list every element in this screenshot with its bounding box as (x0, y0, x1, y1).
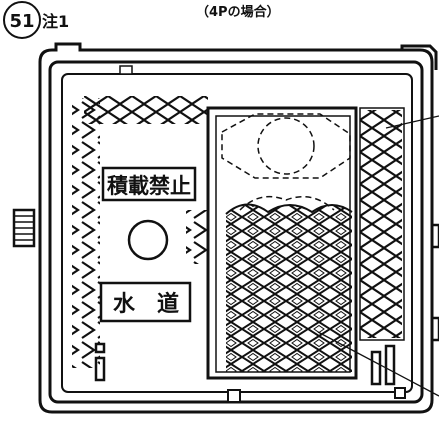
diagram-caption: （4Pの場合） (196, 4, 280, 20)
right-leader-line-top (385, 115, 439, 129)
left-latch-marker (94, 342, 106, 382)
top-diamond-band (84, 96, 208, 124)
no-load-label-box (101, 166, 197, 202)
bottom-tabs (227, 387, 406, 403)
right-column-border (359, 107, 405, 341)
water-label: 水 道 (113, 291, 179, 317)
right-leader-line-bottom (317, 331, 439, 397)
grid-wavy-edge (225, 203, 353, 215)
top-right-notch (400, 44, 438, 70)
callout-note: 注1 (42, 12, 69, 31)
left-chevron-pattern (72, 98, 100, 368)
right-diamond-column (360, 110, 402, 338)
callout-number: 51 (9, 11, 34, 32)
water-label-box (99, 281, 192, 323)
key-hole (127, 219, 169, 261)
left-hinge (12, 208, 36, 248)
meter-outline-dashed (221, 113, 351, 211)
meter-window-grid (226, 204, 352, 372)
right-latch-marker (370, 344, 396, 386)
middle-chevron-pattern (186, 210, 208, 264)
callout-circle (3, 1, 41, 39)
top-rim-notch (119, 65, 133, 75)
no-load-label: 積載禁止 (107, 173, 191, 198)
